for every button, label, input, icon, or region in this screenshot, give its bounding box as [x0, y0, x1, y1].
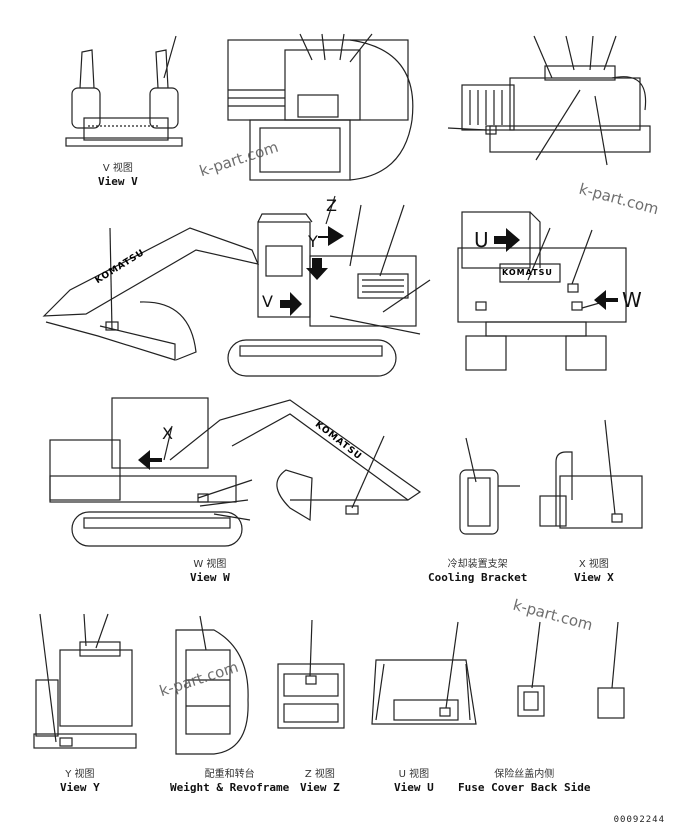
machine-side-top-right-drawing	[447, 35, 651, 166]
view-u-drawing	[371, 621, 477, 725]
view-x-drawing	[539, 419, 643, 529]
weight-revoframe-drawing	[175, 615, 249, 755]
arrow-u-icon	[494, 228, 520, 252]
direction-arrows	[138, 226, 618, 470]
fuse-cover-drawing	[517, 621, 625, 719]
arrow-w-icon	[594, 290, 618, 310]
engine-top-drawing	[227, 33, 414, 181]
label-w: W	[622, 288, 642, 312]
view-v-drawing	[65, 35, 183, 147]
arrow-z-icon	[318, 226, 344, 246]
label-y: Y	[308, 232, 318, 251]
arrow-v-icon	[280, 292, 302, 316]
label-z: Z	[326, 196, 337, 215]
label-u: U	[474, 228, 489, 252]
brand-decal-rear: KOMATSU	[502, 268, 553, 277]
arrow-y-icon	[306, 258, 328, 280]
view-z-drawing	[277, 619, 345, 729]
main-machine-left-drawing	[42, 195, 431, 377]
label-x: X	[162, 424, 173, 443]
cooling-bracket-drawing	[459, 437, 520, 535]
machine-rear-drawing	[457, 211, 627, 371]
view-y-drawing	[33, 613, 137, 749]
view-w-machine-drawing	[49, 397, 422, 547]
label-v: V	[262, 292, 273, 311]
arrow-x-icon	[138, 450, 162, 470]
part-number: 00092244	[613, 815, 665, 825]
